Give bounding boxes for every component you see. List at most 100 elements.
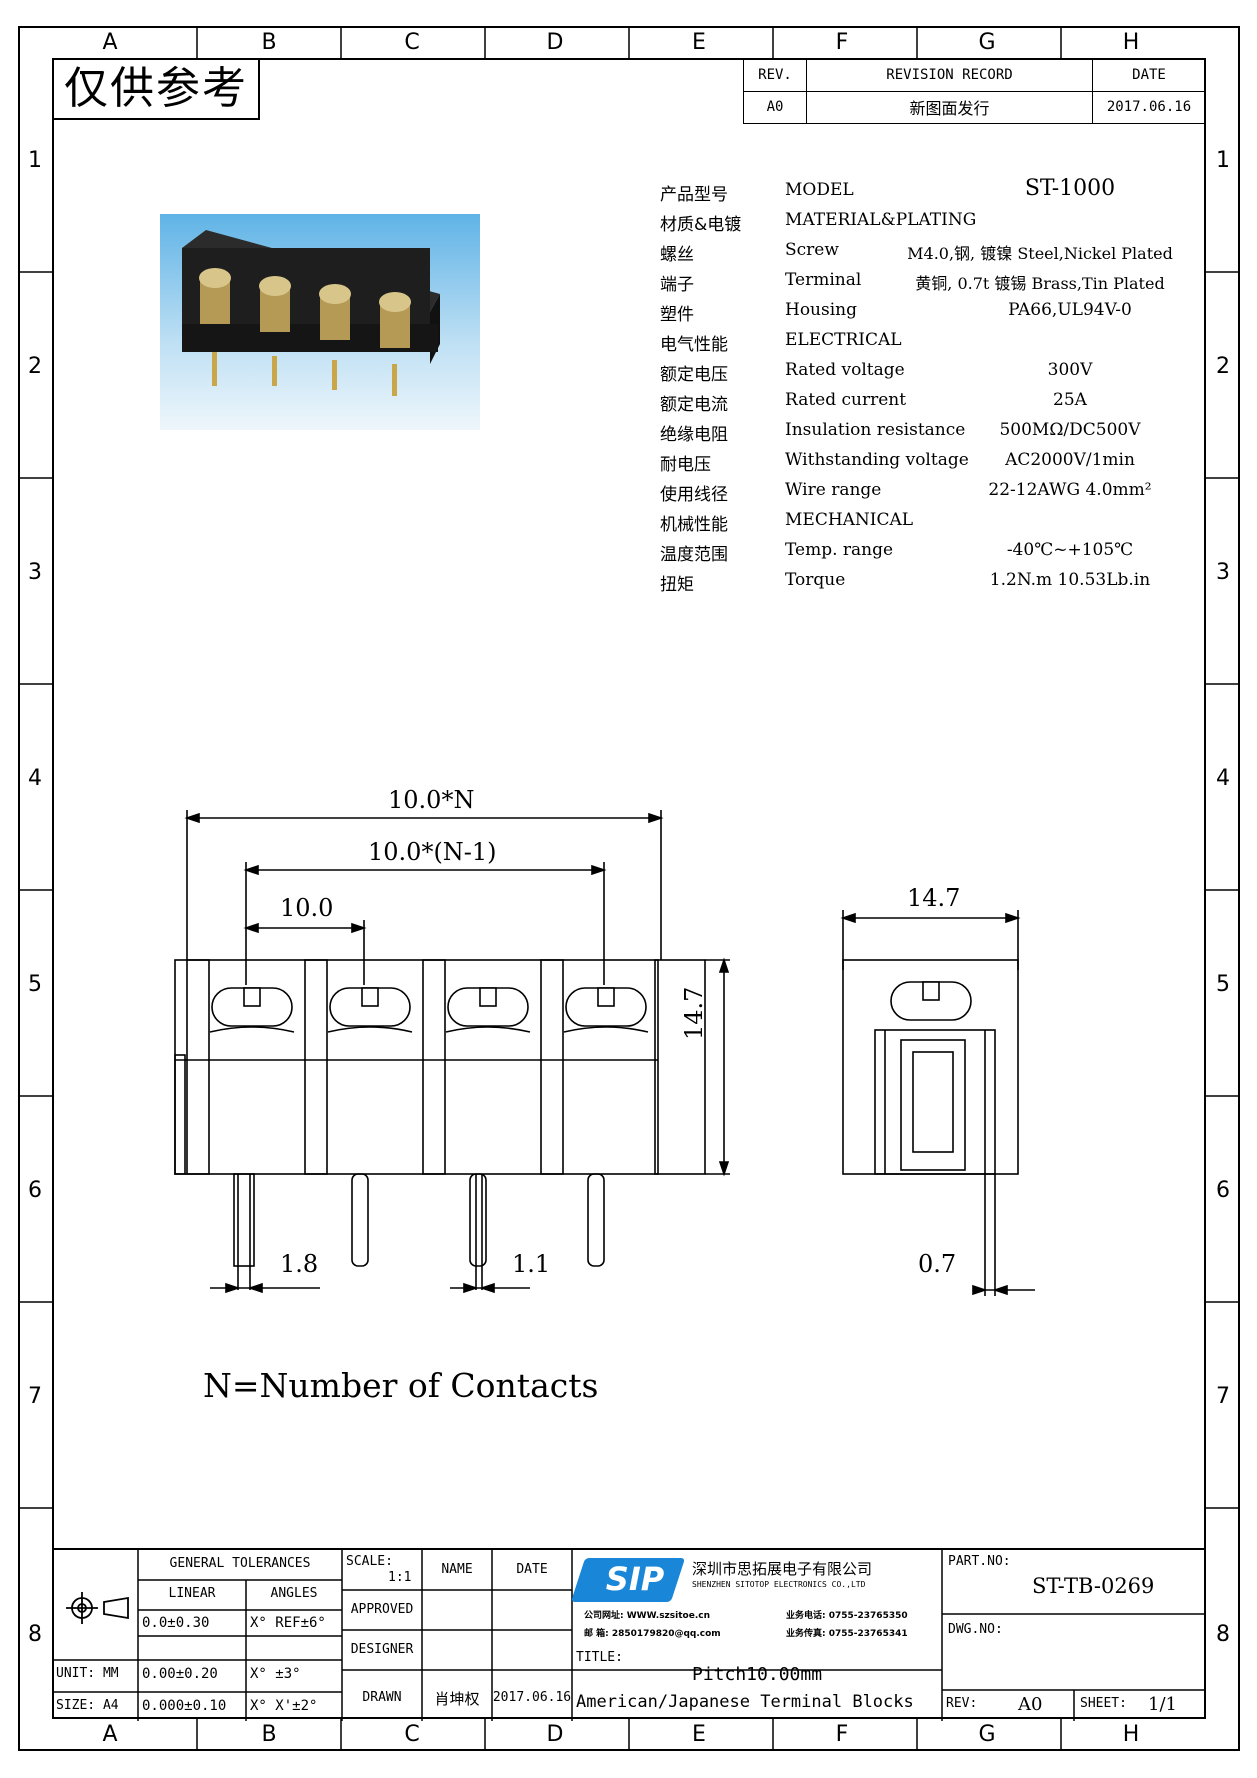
rev-label-tb: REV: xyxy=(946,1696,978,1711)
zone-col-b-bottom: B xyxy=(261,1722,277,1747)
dim-height-label: 14.7 xyxy=(680,986,708,1040)
zone-row-2: 2 xyxy=(28,354,42,379)
spec-row-electrical: 电气性能 ELECTRICAL xyxy=(660,330,1180,360)
spec-cn: 温度范围 xyxy=(660,545,728,565)
spec-cn: 材质&电镀 xyxy=(660,215,742,235)
spec-en: MECHANICAL xyxy=(785,510,914,530)
spec-row-rated-current: 额定电流 Rated current 25A xyxy=(660,390,1180,420)
title-block: GENERAL TOLERANCES LINEAR ANGLES 0.0±0.3… xyxy=(52,1548,1206,1721)
spec-en: Terminal xyxy=(785,270,862,290)
spec-en: Temp. range xyxy=(785,540,894,560)
spec-row-wire-range: 使用线径 Wire range 22-12AWG 4.0mm² xyxy=(660,480,1180,510)
spec-en: Rated current xyxy=(785,390,907,410)
spec-value: M4.0,钢, 镀镍 Steel,Nickel Plated xyxy=(907,244,1173,263)
tol-angle-2: X° ±3° xyxy=(250,1666,301,1682)
scale-label: SCALE: xyxy=(346,1554,393,1569)
spec-cn: 产品型号 xyxy=(660,185,728,205)
spec-en: Housing xyxy=(785,300,858,320)
date-header: DATE xyxy=(1092,58,1206,92)
spec-en: MATERIAL&PLATING xyxy=(785,210,977,230)
zone-col-h-bottom: H xyxy=(1122,1722,1140,1747)
zone-col-a-bottom: A xyxy=(102,1722,118,1747)
dim-pin-c-label: 0.7 xyxy=(918,1250,957,1278)
part-no-value: ST-TB-0269 xyxy=(1032,1574,1155,1598)
spec-cn: 额定电流 xyxy=(660,395,728,415)
spec-en: Screw xyxy=(785,240,839,260)
spec-row-temp: 温度范围 Temp. range -40℃~+105℃ xyxy=(660,540,1180,570)
approved-label: APPROVED xyxy=(350,1602,414,1617)
spec-cn: 绝缘电阻 xyxy=(660,425,728,445)
company-name-cn: 深圳市思拓展电子有限公司 xyxy=(692,1560,873,1578)
projection-symbol xyxy=(66,1592,129,1624)
linear-header: LINEAR xyxy=(168,1586,216,1601)
zone-row-2-right: 2 xyxy=(1216,354,1230,379)
zone-row-4: 4 xyxy=(28,766,42,791)
size-label: SIZE: A4 xyxy=(56,1698,119,1713)
spec-row-material: 材质&电镀 MATERIAL&PLATING xyxy=(660,210,1180,240)
inner-frame xyxy=(52,58,1206,1719)
zone-row-8-right: 8 xyxy=(1216,1622,1230,1647)
tol-linear-2: 0.00±0.20 xyxy=(142,1666,218,1682)
spec-value: ST-1000 xyxy=(1024,176,1116,201)
spec-en: Insulation resistance xyxy=(785,420,966,440)
zone-col-c-bottom: C xyxy=(404,1722,420,1747)
revision-record-value: 新图面发行 xyxy=(806,90,1093,124)
spec-cn: 螺丝 xyxy=(660,245,694,265)
date-value: 2017.06.16 xyxy=(1092,90,1206,124)
spec-en: Torque xyxy=(785,570,846,590)
angles-header: ANGLES xyxy=(270,1586,318,1601)
drawn-date: 2017.06.16 xyxy=(492,1690,572,1705)
spec-en: Rated voltage xyxy=(785,360,905,380)
dwg-no-label: DWG.NO: xyxy=(948,1622,1003,1637)
dim-pin-a-label: 1.8 xyxy=(280,1250,319,1278)
spec-cn: 额定电压 xyxy=(660,365,728,385)
zone-col-d-bottom: D xyxy=(546,1722,564,1747)
unit-label: UNIT: MM xyxy=(56,1666,119,1681)
zone-row-3-right: 3 xyxy=(1216,560,1230,585)
dim-overall-label: 10.0*N xyxy=(388,786,475,814)
zone-col-c: C xyxy=(404,30,420,55)
spec-list: 产品型号 MODEL ST-1000 材质&电镀 MATERIAL&PLATIN… xyxy=(660,176,1180,600)
spec-row-rated-voltage: 额定电压 Rated voltage 300V xyxy=(660,360,1180,390)
spec-cn: 机械性能 xyxy=(660,515,728,535)
spec-row-model: 产品型号 MODEL ST-1000 xyxy=(660,176,1180,210)
spec-value: -40℃~+105℃ xyxy=(1006,540,1134,560)
date-header-tb: DATE xyxy=(516,1562,548,1577)
spec-row-screw: 螺丝 Screw M4.0,钢, 镀镍 Steel,Nickel Plated xyxy=(660,240,1180,270)
rev-value: A0 xyxy=(743,90,807,124)
spec-row-terminal: 端子 Terminal 黄铜, 0.7t 镀锡 Brass,Tin Plated xyxy=(660,270,1180,300)
contacts-note: N=Number of Contacts xyxy=(203,1366,599,1405)
spec-cn: 耐电压 xyxy=(660,455,711,475)
spec-en: MODEL xyxy=(785,180,854,200)
spec-row-withstanding: 耐电压 Withstanding voltage AC2000V/1min xyxy=(660,450,1180,480)
zone-col-h: H xyxy=(1122,30,1140,55)
revision-table: REV. REVISION RECORD DATE A0 新图面发行 2017.… xyxy=(743,58,1206,124)
dim-pin-b-label: 1.1 xyxy=(512,1250,551,1278)
title-label: TITLE: xyxy=(576,1650,623,1665)
spec-value: 22-12AWG 4.0mm² xyxy=(988,480,1152,500)
side-view-drawing xyxy=(840,910,1035,1296)
zone-row-1: 1 xyxy=(28,148,42,173)
product-photo xyxy=(160,214,480,430)
drawn-label: DRAWN xyxy=(362,1690,402,1705)
zone-row-7: 7 xyxy=(28,1384,42,1409)
spec-row-mechanical: 机械性能 MECHANICAL xyxy=(660,510,1180,540)
sheet-value: 1/1 xyxy=(1148,1694,1177,1715)
zone-row-5-right: 5 xyxy=(1216,972,1230,997)
spec-cn: 端子 xyxy=(660,275,694,295)
name-header: NAME xyxy=(441,1562,473,1577)
spec-cn: 塑件 xyxy=(660,305,694,325)
spec-cn: 使用线径 xyxy=(660,485,728,505)
zone-row-5: 5 xyxy=(28,972,42,997)
spec-cn: 扭矩 xyxy=(660,575,694,595)
zone-col-e-bottom: E xyxy=(692,1722,706,1747)
zone-row-8: 8 xyxy=(28,1622,42,1647)
zone-col-b: B xyxy=(261,30,277,55)
tol-angle-3: X° X'±2° xyxy=(250,1698,318,1714)
spec-row-torque: 扭矩 Torque 1.2N.m 10.53Lb.in xyxy=(660,570,1180,600)
tol-angle-1: X° REF±6° xyxy=(250,1615,326,1631)
zone-row-6: 6 xyxy=(28,1178,42,1203)
front-view-drawing xyxy=(174,810,730,1294)
spec-value: 黄铜, 0.7t 镀锡 Brass,Tin Plated xyxy=(915,274,1165,293)
